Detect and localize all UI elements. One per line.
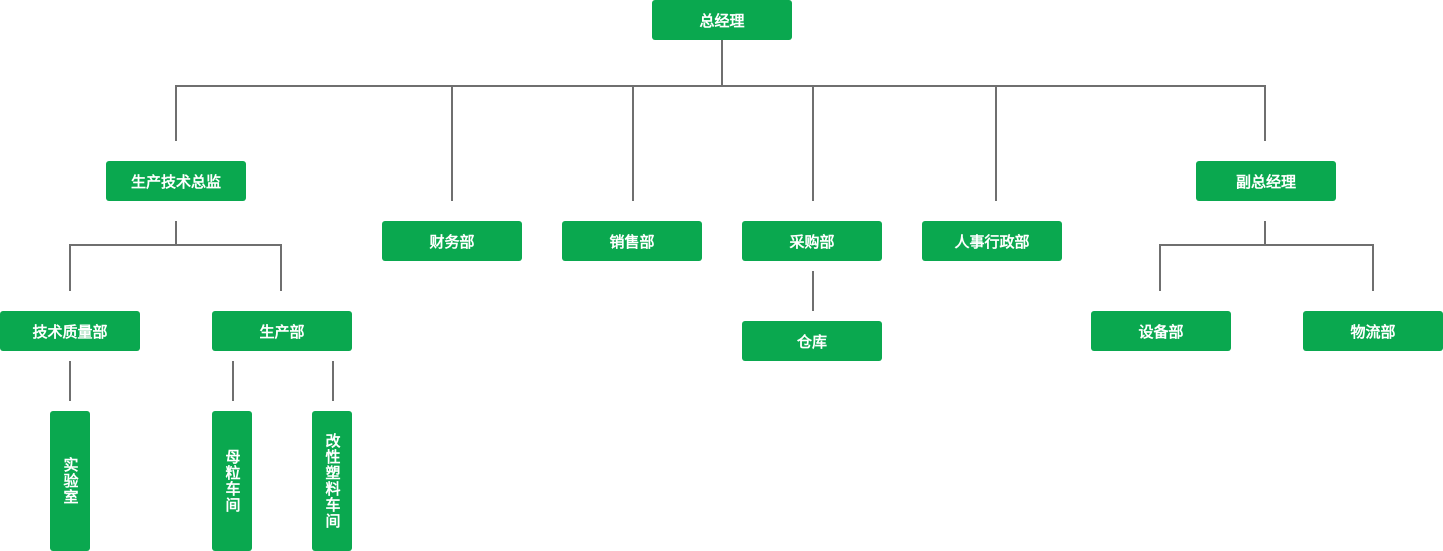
node-logistics-dept: 物流部: [1303, 311, 1443, 351]
node-label: 实验室: [61, 457, 80, 505]
node-label: 生产部: [259, 322, 305, 341]
connector-line: [332, 361, 334, 401]
connector-line: [632, 85, 634, 201]
node-label: 仓库: [796, 332, 827, 351]
connector-line: [175, 85, 177, 141]
connector-line: [812, 271, 814, 311]
node-label: 采购部: [789, 232, 835, 251]
node-hr-admin-dept: 人事行政部: [922, 221, 1062, 261]
node-label: 人事行政部: [954, 232, 1030, 251]
node-warehouse: 仓库: [742, 321, 882, 361]
node-production-dept: 生产部: [212, 311, 352, 351]
connector-line: [69, 244, 71, 291]
connector-line: [451, 85, 453, 201]
node-masterbatch-workshop: 母粒车间: [212, 411, 252, 551]
node-purchase-dept: 采购部: [742, 221, 882, 261]
connector-line: [1264, 221, 1266, 245]
node-label: 母粒车间: [223, 449, 242, 513]
node-modified-plastics-workshop: 改性塑料车间: [312, 411, 352, 551]
node-label: 生产技术总监: [130, 172, 221, 191]
connector-line: [1159, 244, 1161, 291]
connector-line: [721, 40, 723, 86]
connector-line: [1372, 244, 1374, 291]
node-label: 总经理: [699, 11, 745, 30]
node-label: 技术质量部: [32, 322, 108, 341]
node-sales-dept: 销售部: [562, 221, 702, 261]
connector-line: [1264, 85, 1266, 141]
node-general-manager: 总经理: [652, 0, 792, 40]
node-deputy-general-manager: 副总经理: [1196, 161, 1336, 201]
node-equipment-dept: 设备部: [1091, 311, 1231, 351]
connector-line: [69, 361, 71, 401]
connector-line: [175, 221, 177, 245]
connector-line: [1159, 244, 1374, 246]
connector-line: [69, 244, 282, 246]
node-laboratory: 实验室: [50, 411, 90, 551]
node-label: 改性塑料车间: [323, 433, 342, 529]
node-label: 财务部: [429, 232, 475, 251]
connector-line: [995, 85, 997, 201]
node-finance-dept: 财务部: [382, 221, 522, 261]
connector-line: [175, 85, 1266, 87]
node-label: 物流部: [1350, 322, 1396, 341]
connector-line: [812, 85, 814, 201]
connector-line: [232, 361, 234, 401]
node-tech-quality-dept: 技术质量部: [0, 311, 140, 351]
connector-line: [280, 244, 282, 291]
node-label: 副总经理: [1235, 172, 1296, 191]
node-label: 销售部: [609, 232, 655, 251]
node-production-tech-director: 生产技术总监: [106, 161, 246, 201]
node-label: 设备部: [1138, 322, 1184, 341]
